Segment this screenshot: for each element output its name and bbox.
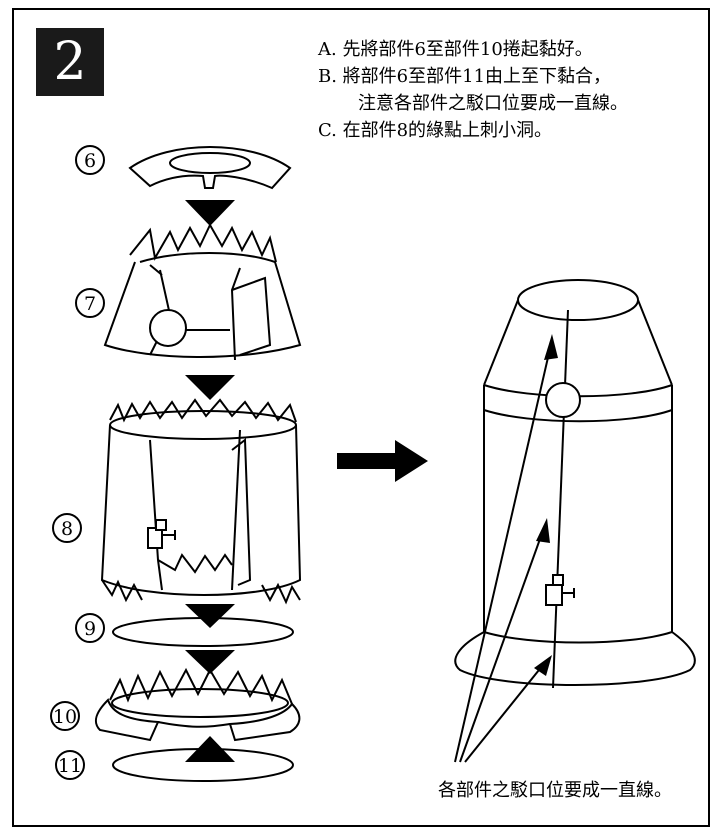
part-7-label: 7 xyxy=(84,293,96,315)
instruction-list: A. 先將部件6至部件10捲起黏好。 B. 將部件6至部件11由上至下黏合， 注… xyxy=(318,36,628,144)
part-9-label: 9 xyxy=(84,618,96,640)
part-7-cone xyxy=(103,222,302,361)
instruction-c: C. 在部件8的綠點上刺小洞。 xyxy=(318,120,553,141)
instruction-a: A. 先將部件6至部件10捲起黏好。 xyxy=(318,39,593,60)
part-8-label: 8 xyxy=(61,518,73,540)
instruction-b-continued: 注意各部件之駁口位要成一直線。 xyxy=(358,93,628,114)
part-11-marker xyxy=(55,750,85,780)
alignment-callout: 各部件之駁口位要成一直線。 xyxy=(438,780,672,801)
part-8-marker xyxy=(52,513,82,543)
part-11-disc xyxy=(112,748,294,782)
step-number-badge: 2 xyxy=(36,28,104,96)
part-10-marker xyxy=(50,701,80,731)
arrow-down-1-icon xyxy=(185,200,235,226)
arrow-down-4-icon xyxy=(185,650,235,674)
part-8-cylinder xyxy=(100,398,302,605)
part-7-marker xyxy=(75,288,105,318)
part-6-marker xyxy=(75,145,105,175)
part-6-collar xyxy=(128,146,292,190)
part-6-label: 6 xyxy=(84,150,96,172)
part-10-label: 10 xyxy=(53,706,77,728)
part-9-marker xyxy=(75,613,105,643)
part-11-label: 11 xyxy=(58,755,82,777)
arrow-right-icon xyxy=(337,440,428,482)
callout-pointers xyxy=(454,334,558,763)
diagram-frame xyxy=(12,8,710,827)
arrow-down-3-icon xyxy=(185,604,235,628)
assembled-rocket xyxy=(454,279,696,689)
part-10-skirt xyxy=(94,667,301,742)
arrow-down-2-icon xyxy=(185,375,235,400)
part-9-disc xyxy=(112,617,294,647)
instruction-b: B. 將部件6至部件11由上至下黏合， xyxy=(318,66,612,87)
